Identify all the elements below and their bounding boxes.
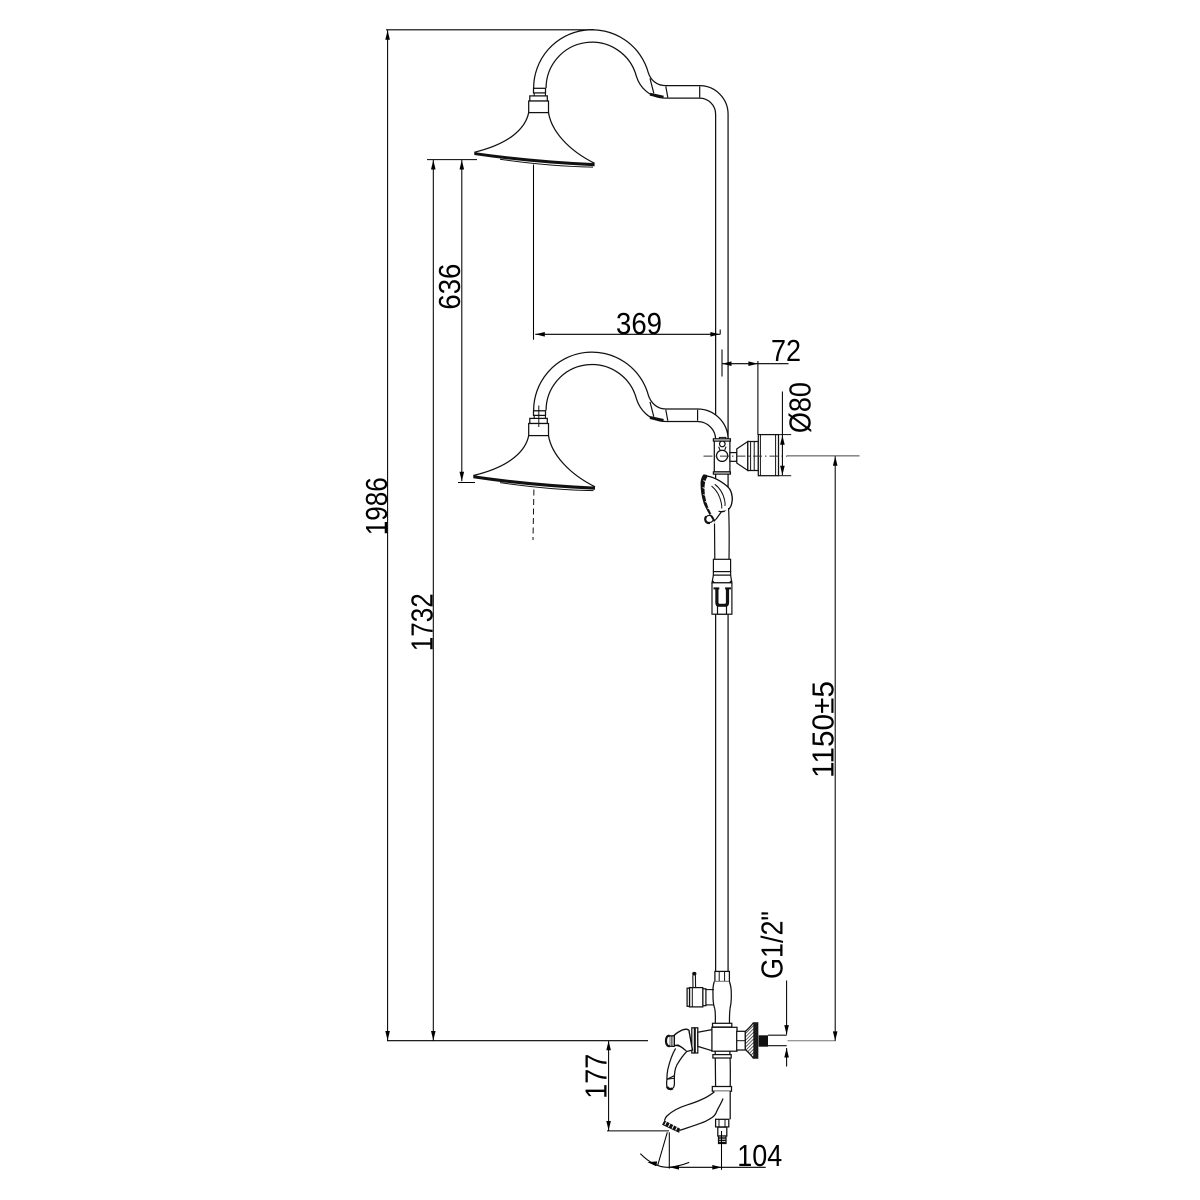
- svg-text:104: 104: [737, 1138, 782, 1173]
- svg-text:G1/2": G1/2": [755, 911, 790, 979]
- svg-text:636: 636: [432, 264, 467, 310]
- svg-text:1986: 1986: [359, 477, 394, 535]
- svg-text:177: 177: [578, 1054, 613, 1099]
- svg-text:1150±5: 1150±5: [806, 681, 841, 778]
- svg-text:369: 369: [616, 306, 662, 341]
- svg-text:72: 72: [771, 333, 801, 368]
- svg-text:Ø80: Ø80: [783, 382, 818, 433]
- svg-text:1732: 1732: [405, 593, 440, 651]
